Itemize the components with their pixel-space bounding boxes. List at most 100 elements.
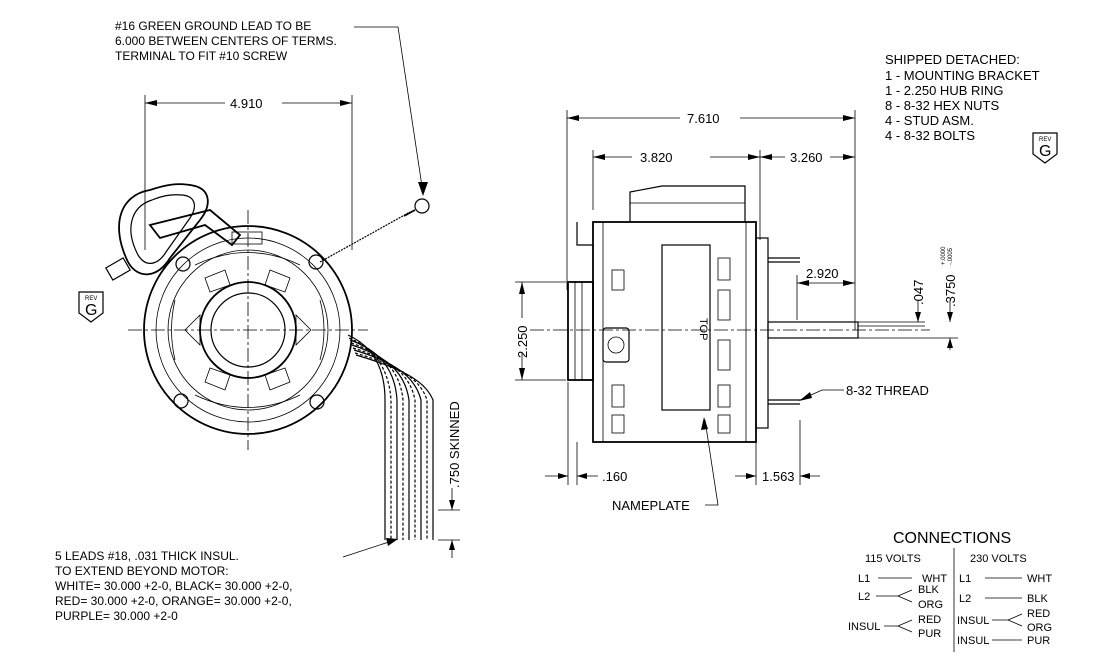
shipped-list: SHIPPED DETACHED: 1 - MOUNTING BRACKET 1…	[885, 52, 1058, 164]
c115-insul-wire-a: RED	[918, 614, 941, 626]
end-view: #16 GREEN GROUND LEAD TO BE 6.000 BETWEE…	[55, 19, 462, 623]
dim-047-label: .047	[911, 280, 926, 305]
dim-4910-label: 4.910	[230, 96, 263, 111]
dim-3260-arrow-l	[760, 154, 772, 160]
junction-box	[602, 327, 630, 363]
ground-note-line3: TERMINAL TO FIT #10 SCREW	[115, 49, 288, 63]
dim-3820-arrow-r	[748, 154, 760, 160]
bracket-arm	[148, 209, 242, 247]
dim-7610-label: 7.610	[687, 111, 720, 126]
skin-arrow-bottom	[449, 540, 455, 550]
shipped-item-1: 1 - MOUNTING BRACKET	[885, 68, 1040, 83]
c230-insul2-wire: PUR	[1027, 635, 1050, 647]
dim-3750-label: .3750	[943, 274, 958, 307]
leads-note-line5: PURPLE= 30.000 +2-0	[55, 609, 178, 623]
leads-leader	[342, 539, 396, 558]
shipped-item-5: 4 - 8-32 BOLTS	[885, 128, 975, 143]
dim-160-arrow-l	[558, 473, 568, 479]
mounting-bracket-inner	[130, 194, 196, 264]
c115-insul-line-b	[897, 625, 913, 633]
terminal-tab	[231, 231, 263, 245]
nameplate	[661, 244, 711, 411]
mount-hole-br	[309, 394, 325, 410]
c230-l2-wire: BLK	[1027, 593, 1048, 605]
hub-side	[567, 281, 594, 381]
mount-hole-tl	[175, 256, 191, 272]
c230-insul1: INSUL	[957, 615, 989, 627]
rev-badge-right: REV G	[1032, 132, 1058, 164]
col115-heading: 115 VOLTS	[865, 553, 921, 565]
ground-terminal-stem	[403, 209, 416, 217]
c230-insul2: INSUL	[957, 635, 989, 647]
connections-table: CONNECTIONS 115 VOLTS 230 VOLTS L1 WHT L…	[848, 530, 1052, 652]
dim-4910-arrow-l	[145, 100, 157, 106]
top-label: TOP	[697, 318, 709, 340]
c115-insul-wire-b: PUR	[918, 628, 941, 640]
dim-4910-arrow-r	[340, 100, 352, 106]
col230-heading: 230 VOLTS	[970, 553, 1027, 565]
left-flange	[576, 222, 593, 246]
dim-3750-tol-plus: +.0000	[941, 246, 947, 265]
c115-l2-wire-a: BLK	[918, 584, 939, 596]
svg-text:G: G	[1039, 143, 1051, 160]
dim-7610-arrow-l	[567, 115, 579, 121]
shipped-title: SHIPPED DETACHED:	[885, 52, 1020, 67]
dim-1563-label: 1.563	[762, 469, 795, 484]
ground-note-line2: 6.000 BETWEEN CENTERS OF TERMS.	[115, 34, 337, 48]
nameplate-leader-arrow	[701, 417, 708, 430]
c115-l2-line	[876, 589, 913, 597]
ground-note-line1: #16 GREEN GROUND LEAD TO BE	[115, 19, 311, 33]
c115-insul: INSUL	[848, 621, 880, 633]
mount-hole-bl	[173, 393, 189, 409]
dim-2250-arrow-top	[519, 282, 525, 294]
leads-leader-arrow	[386, 538, 398, 546]
svg-text:REV: REV	[85, 296, 97, 302]
ground-leader-arrow	[418, 182, 428, 196]
capacitor	[629, 185, 746, 222]
dim-2920-arrow-l	[797, 280, 809, 286]
rev-badge-left: REV G	[78, 291, 104, 323]
ground-lead	[319, 211, 411, 263]
dim-7610-arrow-r	[843, 115, 855, 121]
svg-text:REV: REV	[1039, 137, 1051, 143]
dim-3820-label: 3.820	[640, 150, 673, 165]
bracket-screw	[105, 257, 131, 281]
connections-title: CONNECTIONS	[893, 530, 1011, 547]
c115-l2-line-b	[897, 595, 913, 603]
lead-bundle	[347, 334, 434, 540]
c230-l1-wire: WHT	[1027, 573, 1052, 585]
dim-skinned-label: .750 SKINNED	[447, 401, 462, 488]
dim-3750-tol-minus: -.0005	[948, 247, 954, 265]
dim-3260-label: 3.260	[790, 150, 823, 165]
shipped-item-4: 4 - STUD ASM.	[885, 113, 974, 128]
c230-l1: L1	[959, 573, 971, 585]
right-bearing	[755, 237, 769, 429]
c115-l1-wire: WHT	[922, 573, 947, 585]
leads-note-line4: RED= 30.000 +2-0, ORANGE= 30.000 +2-0,	[55, 594, 292, 608]
shipped-item-3: 8 - 8-32 HEX NUTS	[885, 98, 999, 113]
c115-l2: L2	[858, 591, 870, 603]
dim-160-arrow-r	[577, 473, 587, 479]
dim-1563-arrow-r	[800, 473, 810, 479]
ground-terminal	[414, 198, 430, 214]
nameplate-leader	[704, 419, 719, 506]
dim-2250-label: 2.250	[515, 325, 530, 358]
dim-047-arrow	[915, 312, 921, 322]
ground-leader	[354, 26, 424, 194]
c230-insul1-wire-a: RED	[1027, 608, 1050, 620]
dim-2920-label: 2.920	[806, 266, 839, 281]
dim-2920-arrow-r	[843, 280, 855, 286]
leads-note-line3: WHITE= 30.000 +2-0, BLACK= 30.000 +2-0,	[55, 579, 292, 593]
mount-hole-tr	[308, 254, 324, 270]
dim-3750-arrow-top	[947, 312, 953, 322]
dim-3260-arrow-r	[843, 154, 855, 160]
c230-insul1-line	[992, 613, 1023, 621]
c230-insul1-line-b	[1007, 619, 1023, 627]
c115-insul-line	[884, 619, 913, 627]
dim-2250-arrow-bot	[519, 368, 525, 380]
body-vents	[611, 257, 731, 434]
nameplate-label: NAMEPLATE	[612, 498, 690, 513]
motor-body	[592, 221, 757, 443]
c230-l2: L2	[959, 593, 971, 605]
